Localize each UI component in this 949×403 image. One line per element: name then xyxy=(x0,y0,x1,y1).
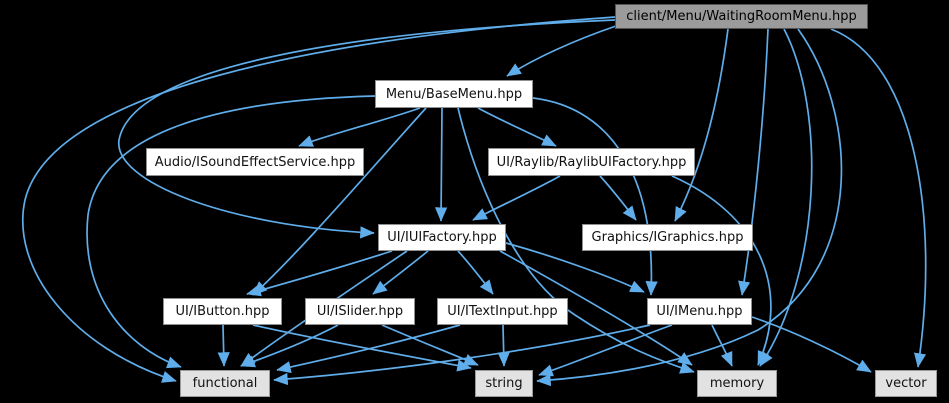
node-basemenu[interactable]: Menu/BaseMenu.hpp xyxy=(375,80,533,108)
node-islider[interactable]: UI/ISlider.hpp xyxy=(305,298,415,325)
node-label-iuifactory: UI/IUIFactory.hpp xyxy=(387,230,497,245)
node-memory: memory xyxy=(697,370,777,397)
edge-wrm-to-imenu xyxy=(738,28,769,296)
node-raylib[interactable]: UI/Raylib/RaylibUIFactory.hpp xyxy=(488,148,695,176)
edge-basemenu-to-raylib xyxy=(477,107,557,147)
node-label-wrm: client/Menu/WaitingRoomMenu.hpp xyxy=(626,9,857,24)
edge-basemenu-to-audio xyxy=(298,107,421,147)
edge-iuifactory-to-imenu xyxy=(505,242,645,293)
edge-wrm-to-iuifactory xyxy=(118,19,616,239)
node-itextinput[interactable]: UI/ITextInput.hpp xyxy=(437,298,568,325)
node-label-basemenu: Menu/BaseMenu.hpp xyxy=(385,86,523,102)
node-label-string: string xyxy=(485,376,523,391)
node-audio[interactable]: Audio/ISoundEffectService.hpp xyxy=(146,148,364,176)
node-ibutton[interactable]: UI/IButton.hpp xyxy=(163,298,282,325)
node-iuifactory[interactable]: UI/IUIFactory.hpp xyxy=(378,224,506,251)
node-label-vector: vector xyxy=(885,376,927,391)
edge-iuifactory-to-itextinput xyxy=(457,250,494,295)
edge-ibutton-to-string xyxy=(252,324,472,372)
edge-wrm-to-basemenu xyxy=(506,25,617,77)
edge-basemenu-to-ibutton xyxy=(252,107,427,296)
edge-raylib-to-iuifactory xyxy=(472,175,561,221)
edge-iuifactory-to-ibutton xyxy=(246,250,393,297)
edge-iuifactory-to-islider xyxy=(372,250,429,295)
edge-wrm-to-igraphics xyxy=(674,28,729,222)
edge-imenu-to-vector xyxy=(751,316,872,373)
edge-wrm-to-memory xyxy=(759,28,813,367)
node-label-raylib: UI/Raylib/RaylibUIFactory.hpp xyxy=(496,154,687,170)
edge-itextinput-to-functional xyxy=(276,324,461,374)
node-label-igraphics: Graphics/IGraphics.hpp xyxy=(591,230,744,245)
node-label-functional: functional xyxy=(192,376,258,391)
node-vector: vector xyxy=(875,370,937,397)
node-functional: functional xyxy=(180,370,270,397)
node-label-memory: memory xyxy=(709,376,765,391)
edge-wrm-to-string xyxy=(536,28,843,387)
edge-islider-to-functional xyxy=(240,324,339,368)
edge-imenu-to-string xyxy=(538,324,673,377)
node-imenu[interactable]: UI/IMenu.hpp xyxy=(647,298,752,325)
node-igraphics[interactable]: Graphics/IGraphics.hpp xyxy=(582,224,753,251)
node-wrm: client/Menu/WaitingRoomMenu.hpp xyxy=(615,4,868,29)
edge-raylib-to-memory xyxy=(671,175,772,366)
edge-imenu-to-memory xyxy=(711,324,733,367)
node-label-ibutton: UI/IButton.hpp xyxy=(175,304,270,319)
edge-wrm-to-vector xyxy=(830,28,927,368)
edge-itextinput-to-string xyxy=(497,324,510,367)
node-label-islider: UI/ISlider.hpp xyxy=(316,304,404,319)
edge-islider-to-string xyxy=(381,324,479,366)
edge-basemenu-to-iuifactory xyxy=(434,107,448,222)
edge-basemenu-to-imenu xyxy=(532,97,658,296)
edge-wrm-to-functional xyxy=(21,16,616,383)
node-label-itextinput: UI/ITextInput.hpp xyxy=(447,304,558,319)
edge-raylib-to-igraphics xyxy=(599,175,637,221)
node-label-imenu: UI/IMenu.hpp xyxy=(656,304,743,319)
edge-iuifactory-to-memory xyxy=(499,250,693,366)
edge-basemenu-to-functional xyxy=(86,95,376,369)
edge-ibutton-to-functional xyxy=(217,324,230,367)
edge-imenu-to-functional xyxy=(273,324,651,386)
node-string: string xyxy=(475,370,533,397)
node-label-audio: Audio/ISoundEffectService.hpp xyxy=(154,154,356,170)
